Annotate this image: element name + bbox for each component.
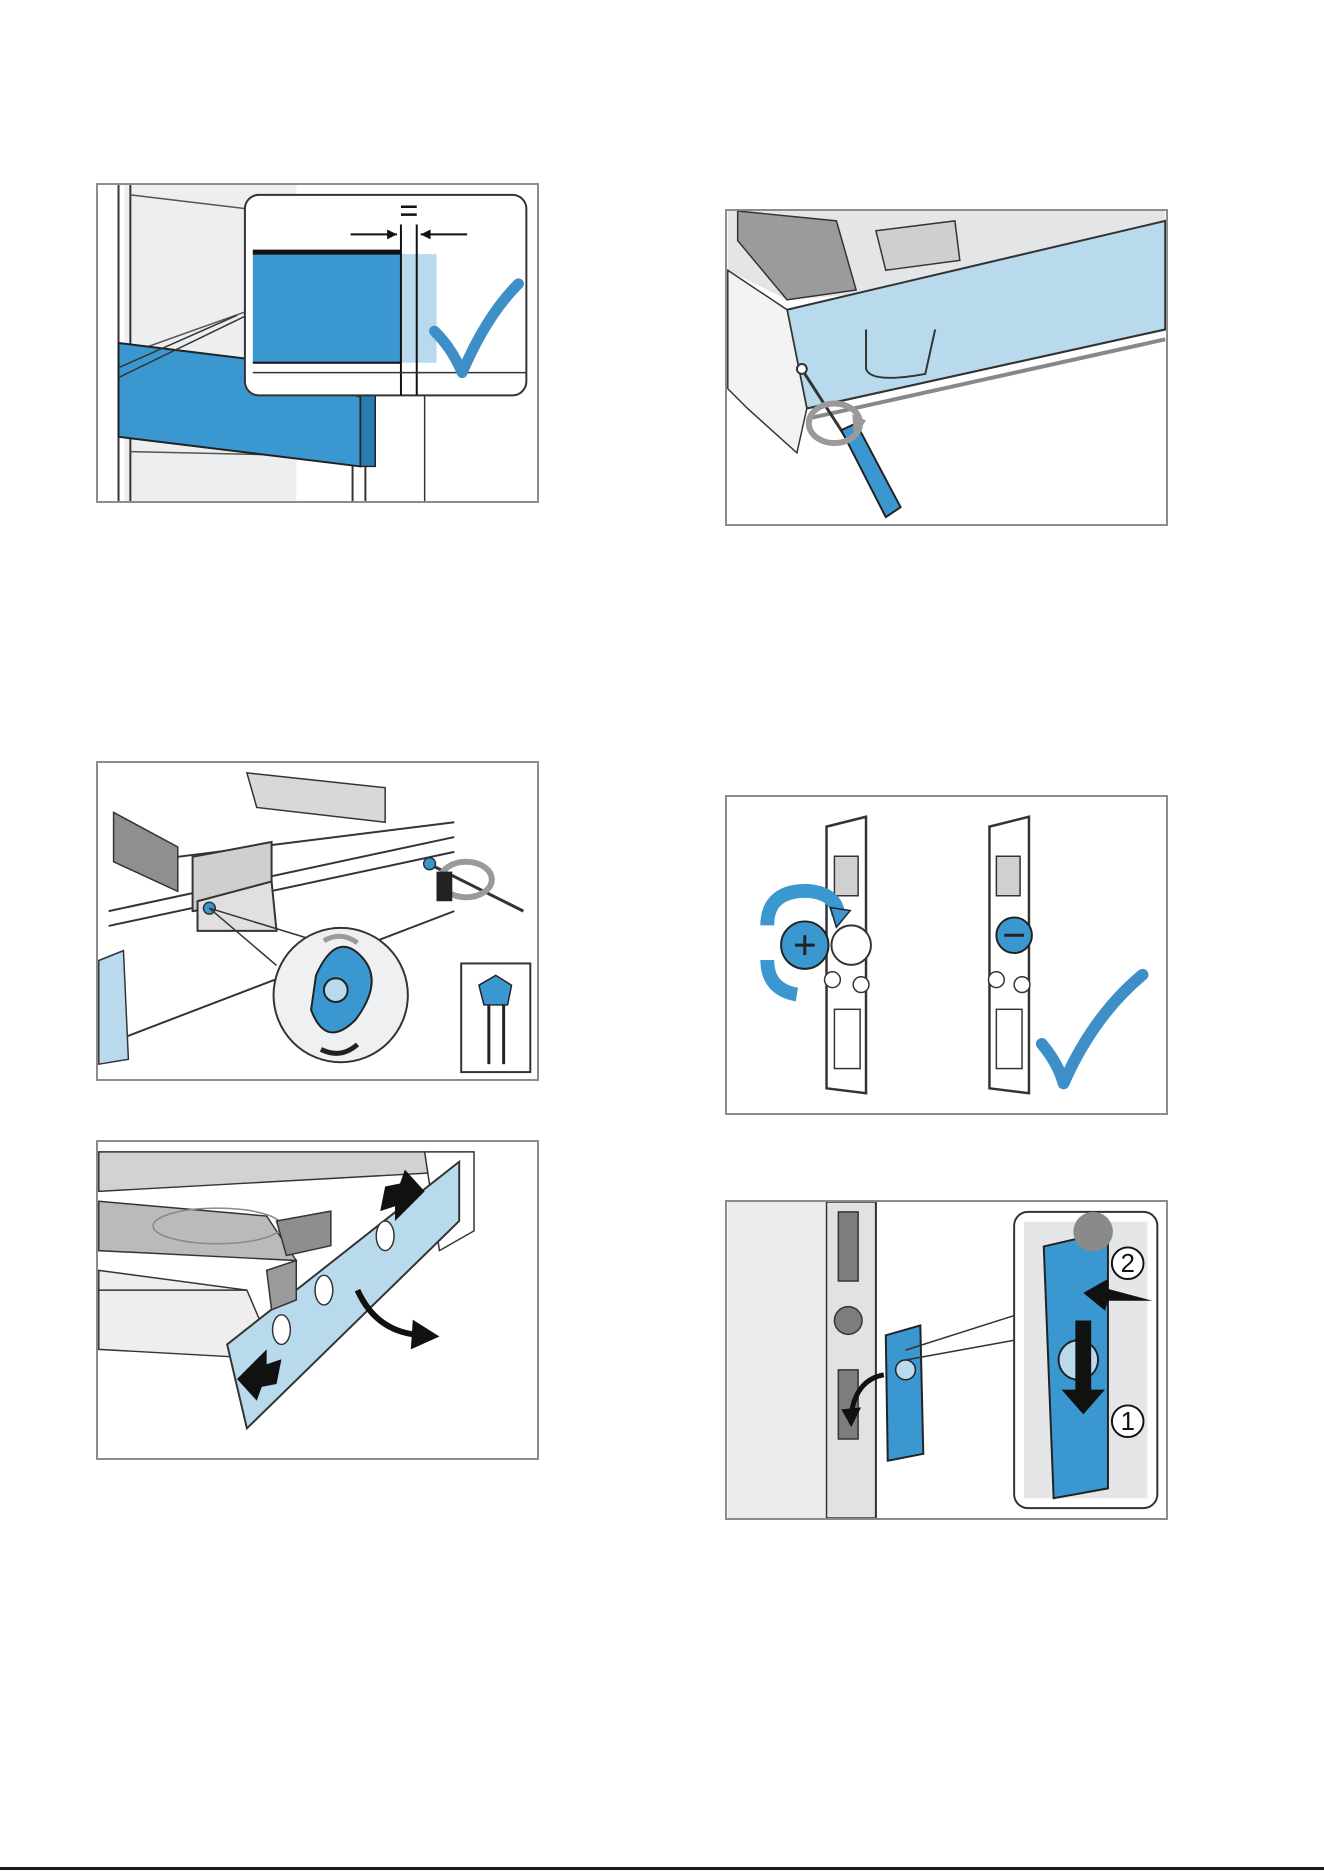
figure-panel-hinge-adjust bbox=[725, 795, 1168, 1115]
figure-panel-screw-adjust bbox=[725, 209, 1168, 526]
bracket-icon bbox=[193, 842, 277, 931]
step-1-label: 1 bbox=[1121, 1408, 1135, 1436]
rail-icon: 2 1 bbox=[727, 1202, 1166, 1518]
figure-panel-cam-adjust bbox=[96, 761, 539, 1081]
front-panel-icon bbox=[227, 1162, 459, 1429]
figure-panel-remove-front bbox=[96, 1140, 539, 1460]
drawer-icon bbox=[98, 1142, 537, 1458]
cabinet-icon bbox=[98, 185, 537, 501]
screwdriver-icon bbox=[424, 858, 524, 911]
hinge-plate-icon bbox=[727, 797, 1166, 1113]
step-2-callout: 2 bbox=[1112, 1247, 1144, 1279]
figure-panel-clip-release: 2 1 bbox=[725, 1200, 1168, 1520]
adjust-screw-icon bbox=[781, 921, 828, 968]
drawer-icon bbox=[727, 211, 1166, 524]
step-1-callout: 1 bbox=[1112, 1405, 1144, 1437]
page-bottom-rule bbox=[0, 1867, 1324, 1870]
magnifier-callout-icon bbox=[245, 195, 526, 395]
figure-panel-alignment bbox=[96, 183, 539, 503]
check-mark-icon bbox=[1042, 975, 1143, 1084]
torx-bit-icon bbox=[461, 963, 530, 1072]
step-2-label: 2 bbox=[1121, 1250, 1135, 1278]
drawer-icon bbox=[98, 763, 537, 1079]
